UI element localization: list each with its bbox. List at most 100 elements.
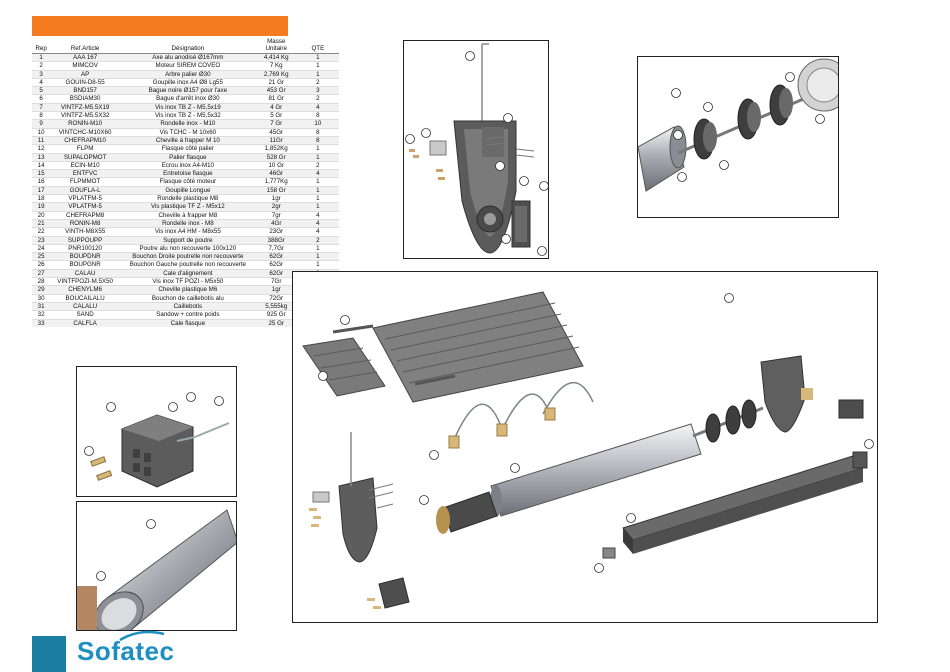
table-cell: 1 <box>296 185 339 195</box>
table-cell: BND157 <box>50 86 120 95</box>
table-cell: 388Gr <box>255 235 297 245</box>
table-cell: AAA 167 <box>50 52 120 62</box>
table-cell: 1 <box>296 252 339 261</box>
table-cell: 2 <box>296 160 339 170</box>
table-cell: Cale flasque <box>119 318 256 327</box>
table-cell: 27 <box>32 268 51 278</box>
table-cell: 10 Gr <box>255 160 297 170</box>
table-cell: 33 <box>32 318 51 327</box>
table-cell: 62Gr <box>255 260 297 270</box>
table-cell: Moteur SIREM COVEO <box>119 61 256 71</box>
table-cell: Bouchon Gauche poutrelle non recouverte <box>119 260 256 270</box>
shaft-rings-panel <box>637 56 839 218</box>
table-cell: BSDIAM30 <box>50 94 120 104</box>
table-cell: 15 <box>32 169 51 178</box>
table-cell: 62Gr <box>255 268 297 278</box>
table-cell: 1 <box>296 260 339 270</box>
table-cell: VINTH-M8X55 <box>50 227 120 237</box>
table-cell: GOUIN-D8-55 <box>50 77 120 87</box>
table-cell: 1gr <box>255 285 297 295</box>
table-cell: 2gr <box>255 202 297 212</box>
table-cell: 1 <box>296 202 339 212</box>
table-cell: 21 Gr <box>255 77 297 87</box>
table-cell: FLPM <box>50 144 120 154</box>
table-cell: VPLATFM-5 <box>50 194 120 203</box>
table-cell: VINTCHC-M10X60 <box>50 127 120 137</box>
table-cell: Rondelle inox - M10 <box>119 119 256 129</box>
table-cell: 5,555kg <box>255 301 297 311</box>
header-designation: Désignation <box>119 37 256 54</box>
table-cell: Vis inox A4 HM - M8x55 <box>119 227 256 237</box>
table-cell: Goupille Longue <box>119 185 256 195</box>
table-cell: 21 <box>32 218 51 228</box>
table-cell: CHENYLM6 <box>50 285 120 295</box>
table-cell: 81 Gr <box>255 94 297 104</box>
table-cell: Bague noire Ø157 pour l'axe <box>119 86 256 95</box>
table-cell: Bouchon Droite poutrelle non recouverte <box>119 252 256 261</box>
table-cell: 12 <box>32 144 51 154</box>
table-cell: Rondelle plastique M8 <box>119 194 256 203</box>
table-cell: 10 <box>32 127 51 137</box>
table-cell: 2 <box>296 235 339 245</box>
table-cell: 4Gr <box>255 218 297 228</box>
table-cell: 31 <box>32 301 51 311</box>
table-cell: 23Gr <box>255 227 297 237</box>
table-cell: 8 <box>296 135 339 145</box>
table-cell: 1 <box>296 177 339 187</box>
flange-assembly-drawing <box>405 43 548 256</box>
table-cell: 4 <box>296 218 339 228</box>
table-cell: 1 <box>296 69 339 79</box>
table-cell: 2,769 Kg <box>255 69 297 79</box>
table-cell: 11Gr <box>255 135 297 145</box>
table-cell: Flasque côté palier <box>119 144 256 154</box>
table-cell: 1 <box>296 61 339 71</box>
table-cell: Cale d'alignement <box>119 268 256 278</box>
table-cell: 2 <box>296 77 339 87</box>
tube-detail-drawing <box>77 509 236 630</box>
table-cell: Axe alu anodisé Ø167mm <box>119 52 256 62</box>
table-cell: Rondelle inox - M8 <box>119 218 256 228</box>
table-cell: CHEFRAPM8 <box>50 210 120 220</box>
table-cell: 46Gr <box>255 169 297 178</box>
table-cell: 13 <box>32 152 51 162</box>
beam-support-panel <box>76 366 237 497</box>
table-cell: 11 <box>32 135 51 145</box>
table-cell: CALALU <box>50 301 120 311</box>
flange-assembly-panel <box>403 40 549 259</box>
table-cell: 17 <box>32 185 51 195</box>
table-cell: SUPALOPMOT <box>50 152 120 162</box>
table-cell: 453 Gr <box>255 86 297 95</box>
table-cell: VINTFPOZI-M.5X50 <box>50 276 120 286</box>
table-cell: SAND <box>50 310 120 319</box>
table-cell: Bague d'arrêt inox Ø30 <box>119 94 256 104</box>
parts-table-head: Rep Ref.Article Désignation Masse Unitai… <box>32 37 339 54</box>
table-cell: 5 <box>32 86 51 95</box>
table-cell: 18 <box>32 194 51 203</box>
table-cell: SUPPOUPP <box>50 235 120 245</box>
table-cell: Vis inox TF POZI - M5x50 <box>119 276 256 286</box>
table-cell: 8 <box>296 111 339 120</box>
header-mass: Masse Unitaire <box>255 37 297 54</box>
table-cell: Support de poutre <box>119 235 256 245</box>
table-cell: 7gr <box>255 210 297 220</box>
table-cell: Palier flasque <box>119 152 256 162</box>
table-cell: Bouchon de caillebotis alu <box>119 293 256 303</box>
table-cell: 1 <box>296 152 339 162</box>
parts-table-header-row: Rep Ref.Article Désignation Masse Unitai… <box>32 37 339 54</box>
table-cell: RONIN-M10 <box>50 119 120 129</box>
table-cell: 14 <box>32 160 51 170</box>
table-cell: Vis TCHC - M 10x60 <box>119 127 256 137</box>
